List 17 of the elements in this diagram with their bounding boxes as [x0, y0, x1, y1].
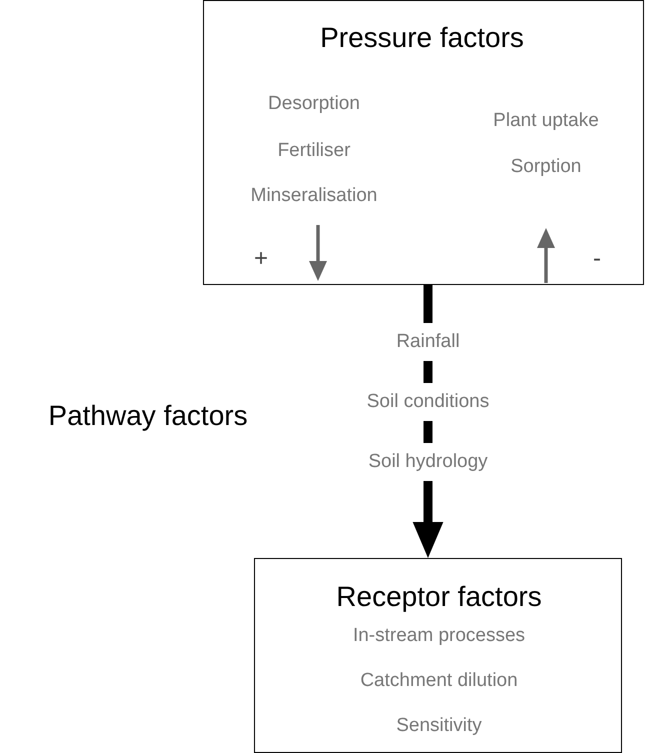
factor-text: Plant uptake — [493, 110, 599, 132]
pathway-text: Soil hydrology — [368, 443, 488, 481]
factor-text: Catchment dilution — [360, 670, 518, 692]
pathway-text: Soil conditions — [366, 383, 490, 421]
factor-text: Minseralisation — [250, 185, 378, 207]
pathway-text: Rainfall — [396, 323, 460, 361]
node-title: Receptor factors — [336, 581, 542, 613]
minus-sign: - — [593, 245, 601, 273]
factor-box — [203, 0, 644, 285]
factor-box — [254, 558, 622, 753]
factor-text: In-stream processes — [352, 625, 526, 647]
factor-text: Desorption — [268, 93, 360, 115]
factor-text: Sensitivity — [396, 715, 482, 737]
factor-text: Fertiliser — [278, 140, 350, 162]
node-title: Pressure factors — [320, 22, 524, 54]
factor-text: Sorption — [510, 156, 582, 178]
plus-sign: + — [254, 245, 268, 273]
